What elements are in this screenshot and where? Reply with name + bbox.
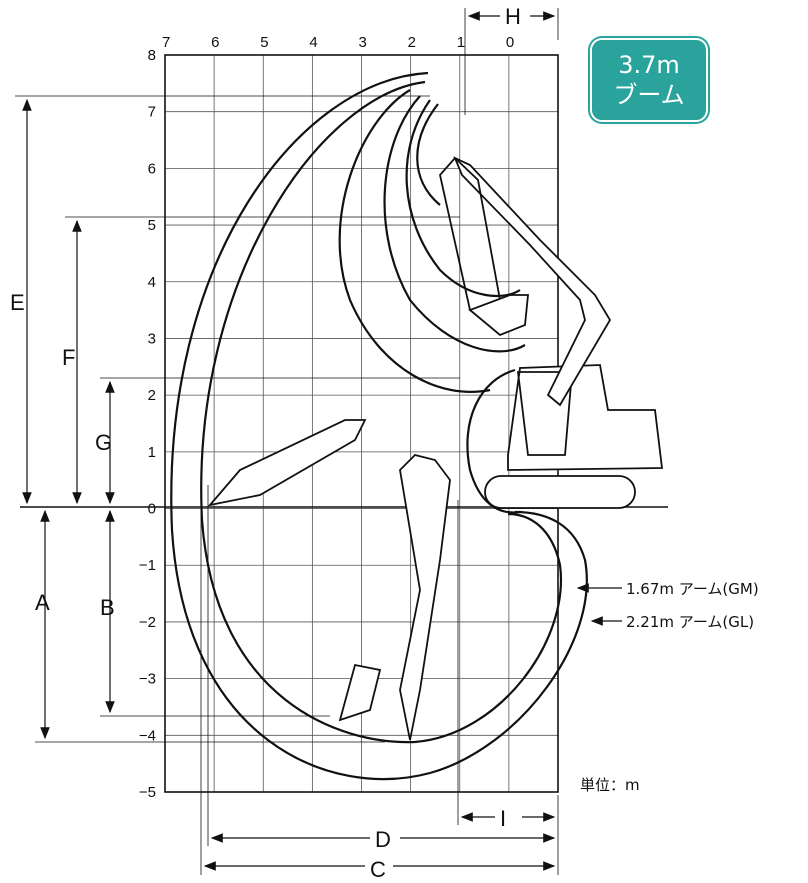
- bucket-curl-arc-1: [338, 89, 491, 393]
- raised-boom: [453, 156, 612, 407]
- x-tick-label: 7: [162, 34, 170, 51]
- y-tick-label: 2: [148, 387, 156, 404]
- x-tick-label: 4: [309, 34, 317, 51]
- y-tick-label: −1: [139, 557, 156, 574]
- bucket-curl-arc-3: [405, 99, 521, 298]
- dim-label-i: I: [500, 806, 506, 831]
- boom-swing-arc: [466, 368, 521, 514]
- x-tick-label: 3: [359, 34, 367, 51]
- dim-label-a: A: [35, 590, 50, 615]
- bucket-curl-arc-4: [416, 103, 441, 206]
- y-tick-label: −3: [139, 671, 156, 688]
- x-tick-labels: 7 6 5 4 3 2 1 0: [162, 34, 514, 51]
- y-tick-label: 3: [148, 330, 156, 347]
- reach-arm: [207, 419, 367, 507]
- x-tick-label: 5: [260, 34, 268, 51]
- horizontal-dimensions: [200, 8, 559, 875]
- cab: [516, 371, 573, 456]
- y-tick-label: −2: [139, 614, 156, 631]
- x-tick-label: 6: [211, 34, 219, 51]
- y-tick-label: 1: [148, 444, 156, 461]
- y-tick-label: 7: [148, 104, 156, 121]
- dim-label-d: D: [375, 827, 391, 852]
- vertical-dimensions: [15, 95, 460, 743]
- upper-body: [507, 364, 664, 471]
- badge-length: 3.7m: [618, 51, 680, 79]
- y-tick-label: 8: [148, 47, 156, 64]
- reach-envelopes: [170, 71, 588, 781]
- y-tick-label: 4: [148, 274, 156, 291]
- inner-reach-envelope-gm: [200, 80, 563, 744]
- bucket-curl-arc-2: [383, 95, 526, 353]
- y-tick-label: 5: [148, 217, 156, 234]
- y-tick-labels: 8 7 6 5 4 3 2 1 0 −1 −2 −3 −4 −5: [139, 47, 156, 801]
- outer-reach-envelope-gl: [170, 71, 588, 781]
- y-tick-label: −4: [139, 727, 156, 744]
- y-tick-label: −5: [139, 784, 156, 801]
- raised-bucket: [468, 294, 529, 337]
- legend-label-gl: 2.21m アーム(GL): [626, 613, 754, 631]
- x-tick-label: 0: [506, 34, 514, 51]
- badge-boom: ブーム: [613, 81, 685, 109]
- x-tick-label: 2: [408, 34, 416, 51]
- dim-label-g: G: [95, 430, 112, 455]
- excavator: [207, 156, 664, 741]
- boom-length-badge: 3.7m ブーム: [590, 38, 708, 122]
- digging-arm: [399, 454, 451, 741]
- dim-label-c: C: [370, 857, 386, 882]
- dim-label-e: E: [10, 290, 25, 315]
- dim-label-f: F: [62, 345, 75, 370]
- legend-label-gm: 1.67m アーム(GM): [626, 580, 759, 598]
- dim-label-h: H: [505, 4, 521, 29]
- x-tick-label: 1: [457, 34, 465, 51]
- y-tick-label: 0: [148, 501, 156, 518]
- crawler-track: [484, 475, 636, 509]
- legend-pointers: [576, 583, 622, 626]
- unit-label: 単位：m: [580, 776, 640, 794]
- y-tick-label: 6: [148, 160, 156, 177]
- dim-label-b: B: [100, 595, 115, 620]
- deep-bucket: [338, 663, 382, 722]
